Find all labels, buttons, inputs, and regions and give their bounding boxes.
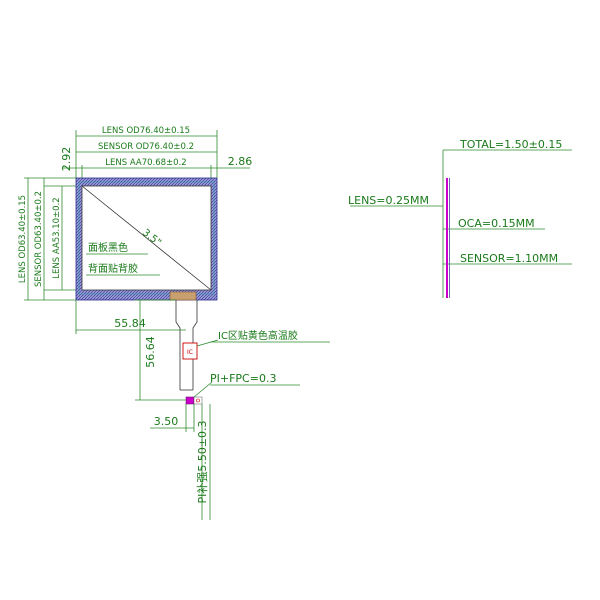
sensor-outline xyxy=(78,181,215,295)
ic-label: IC xyxy=(187,349,193,356)
tail-offset-label: 55.84 xyxy=(114,317,146,330)
connector-end xyxy=(185,396,195,405)
bonding-tape xyxy=(169,291,197,301)
lens-thickness-label: LENS=0.25MM xyxy=(348,194,429,207)
total-thickness-label: TOTAL=1.50±0.15 xyxy=(459,138,562,151)
front-color-note: 面板黑色 xyxy=(88,241,128,254)
ic-tape-note: IC区贴黄色高温胶 xyxy=(218,329,298,342)
oca-thickness-label: OCA=0.15MM xyxy=(458,217,535,230)
fpc-tail: IC IC区贴黄色高温胶 PI+FPC=0.3 xyxy=(175,300,330,405)
tail-width-label: 3.50 xyxy=(154,415,179,428)
left-offset-label: 2.92 xyxy=(60,147,73,172)
tail-length-label: 56.64 xyxy=(144,336,157,368)
back-adhesive-note: 背面贴背胶 xyxy=(88,262,138,275)
diagonal-line xyxy=(81,185,212,291)
top-dimensions: LENS OD76.40±0.15 SENSOR OD76.40±0.2 LEN… xyxy=(60,126,252,180)
lens-od-height-label: LENS OD63.40±0.15 xyxy=(18,195,28,283)
stiffener-label: PI补强5.50±0.3 xyxy=(196,420,209,503)
lens-od-width-label: LENS OD76.40±0.15 xyxy=(102,126,190,136)
ic-box xyxy=(182,342,198,360)
fpc-thickness-note: PI+FPC=0.3 xyxy=(210,372,276,385)
lens-aa-width-label: LENS AA70.68±0.2 xyxy=(105,158,186,168)
sensor-od-height-label: SENSOR OD63.40±0.2 xyxy=(34,191,44,287)
sensor-thickness-label: SENSOR=1.10MM xyxy=(460,252,558,265)
lens-aa-height-label: LENS AA53.10±0.2 xyxy=(52,197,62,278)
sensor-od-width-label: SENSOR OD76.40±0.2 xyxy=(98,142,194,152)
right-offset-label: 2.86 xyxy=(228,155,253,168)
side-dimensions: LENS OD63.40±0.15 SENSOR OD63.40±0.2 LEN… xyxy=(18,177,82,301)
stack-sensor-layer xyxy=(449,178,450,298)
panel: 3.5" 面板黑色 背面贴背胶 xyxy=(75,177,218,301)
tail-dimensions: 55.84 56.64 3.50 PI补强5.50±0.3 xyxy=(75,299,211,520)
stack-lens-layer xyxy=(446,178,448,298)
stack-up: TOTAL=1.50±0.15 LENS=0.25MM OCA=0.15MM S… xyxy=(348,138,572,298)
stiffener xyxy=(193,396,203,405)
